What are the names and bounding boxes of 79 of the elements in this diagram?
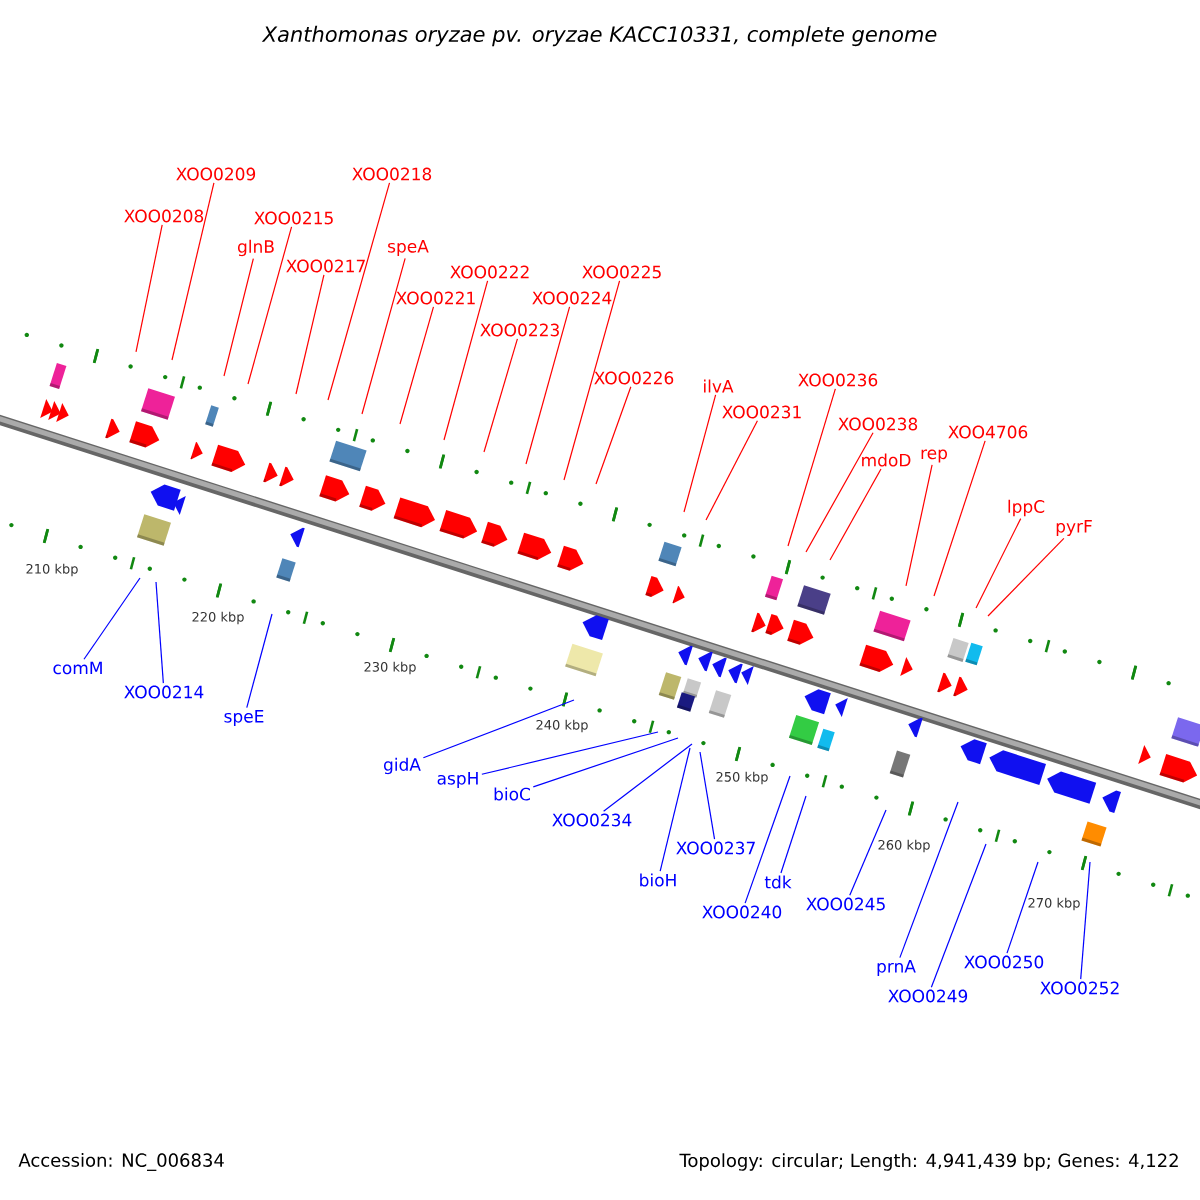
leader-line (595, 386, 632, 485)
gene-label: XOO4706 (948, 425, 1028, 439)
gene-label: XOO0252 (1040, 981, 1119, 995)
gene-label: rep (921, 449, 947, 463)
leader-line (223, 258, 254, 377)
leader-line (787, 388, 836, 547)
leader-line (83, 577, 141, 660)
leader-line (899, 801, 959, 959)
gene-label: XOO0214 (124, 685, 204, 699)
gene-label: comM (53, 661, 102, 675)
gene-label: XOO0218 (352, 167, 432, 181)
leader-line (849, 809, 887, 896)
leader-line (933, 440, 986, 597)
leader-line (699, 751, 716, 840)
leader-line (171, 182, 215, 361)
gene-label: XOO0237 (676, 841, 755, 855)
gene-label: XOO0226 (594, 371, 674, 385)
gene-label: XOO0215 (254, 211, 333, 225)
leader-line (295, 274, 325, 395)
gene-label: pyrF (1056, 520, 1092, 536)
leader-line (829, 468, 882, 561)
gene-label: aspH (437, 772, 478, 788)
gene-label: XOO0209 (176, 167, 256, 181)
gene-label: XOO0221 (396, 291, 475, 305)
leader-line (1080, 861, 1091, 980)
leader-line (481, 731, 659, 775)
leader-line (975, 518, 1022, 609)
leader-line (246, 613, 273, 709)
leader-line (744, 775, 791, 904)
leader-line (659, 747, 691, 872)
leader-line (247, 226, 293, 385)
gene-label: XOO0225 (582, 265, 661, 279)
leader-line (683, 394, 717, 513)
leader-line (1006, 861, 1039, 954)
leader-line (563, 280, 621, 481)
gene-label: XOO0217 (286, 259, 365, 273)
leader-line (525, 306, 571, 465)
leader-line (422, 699, 575, 759)
leader-line (780, 795, 807, 874)
gene-label: tdk (764, 875, 792, 889)
gene-label: XOO0222 (450, 265, 529, 279)
gene-label: XOO0238 (838, 417, 918, 431)
gene-label: XOO0240 (702, 905, 782, 919)
leader-line (135, 224, 163, 353)
leader-line (155, 581, 164, 684)
footer-text: Topology: circular; Length: 4,941,439 bp; Genes: 4,122 (679, 1153, 1178, 1171)
leader-line (603, 743, 693, 812)
gene-label: gidA (384, 757, 421, 775)
gene-label: XOO0224 (532, 291, 612, 305)
gene-label: lppC (1008, 499, 1045, 517)
leader-line (443, 280, 489, 441)
gene-label: XOO0245 (806, 897, 885, 911)
gene-label: XOO0234 (552, 813, 632, 827)
leader-line (705, 420, 759, 521)
gene-label: XOO0250 (964, 955, 1044, 969)
footer-text: Accession: NC_006834 (18, 1153, 224, 1171)
gene-label: bioH (640, 873, 676, 887)
gene-label: speE (224, 710, 264, 726)
gene-label: glnB (237, 239, 274, 257)
gene-label: XOO0236 (798, 373, 878, 387)
leader-line (399, 306, 435, 425)
gene-label: XOO0249 (888, 989, 968, 1003)
leader-line (361, 257, 406, 415)
gene-label: XOO0208 (124, 209, 204, 223)
leader-line (930, 843, 987, 988)
leader-line (532, 737, 679, 788)
leader-line (905, 464, 933, 587)
leader-line (987, 537, 1065, 617)
leader-line (805, 432, 874, 553)
title: Xanthomonas oryzae pv. oryzae KACC10331, complete genome (261, 25, 937, 47)
gene-label: XOO0223 (480, 323, 559, 337)
gene-label: XOO0231 (722, 405, 801, 419)
leader-line (483, 338, 518, 453)
leader-line (327, 182, 391, 401)
gene-label: bioC (494, 787, 530, 801)
gene-label: mdoD (862, 453, 911, 467)
gene-label: ilvA (704, 379, 734, 393)
gene-label: speA (388, 240, 429, 256)
gene-label: prnA (877, 960, 916, 976)
